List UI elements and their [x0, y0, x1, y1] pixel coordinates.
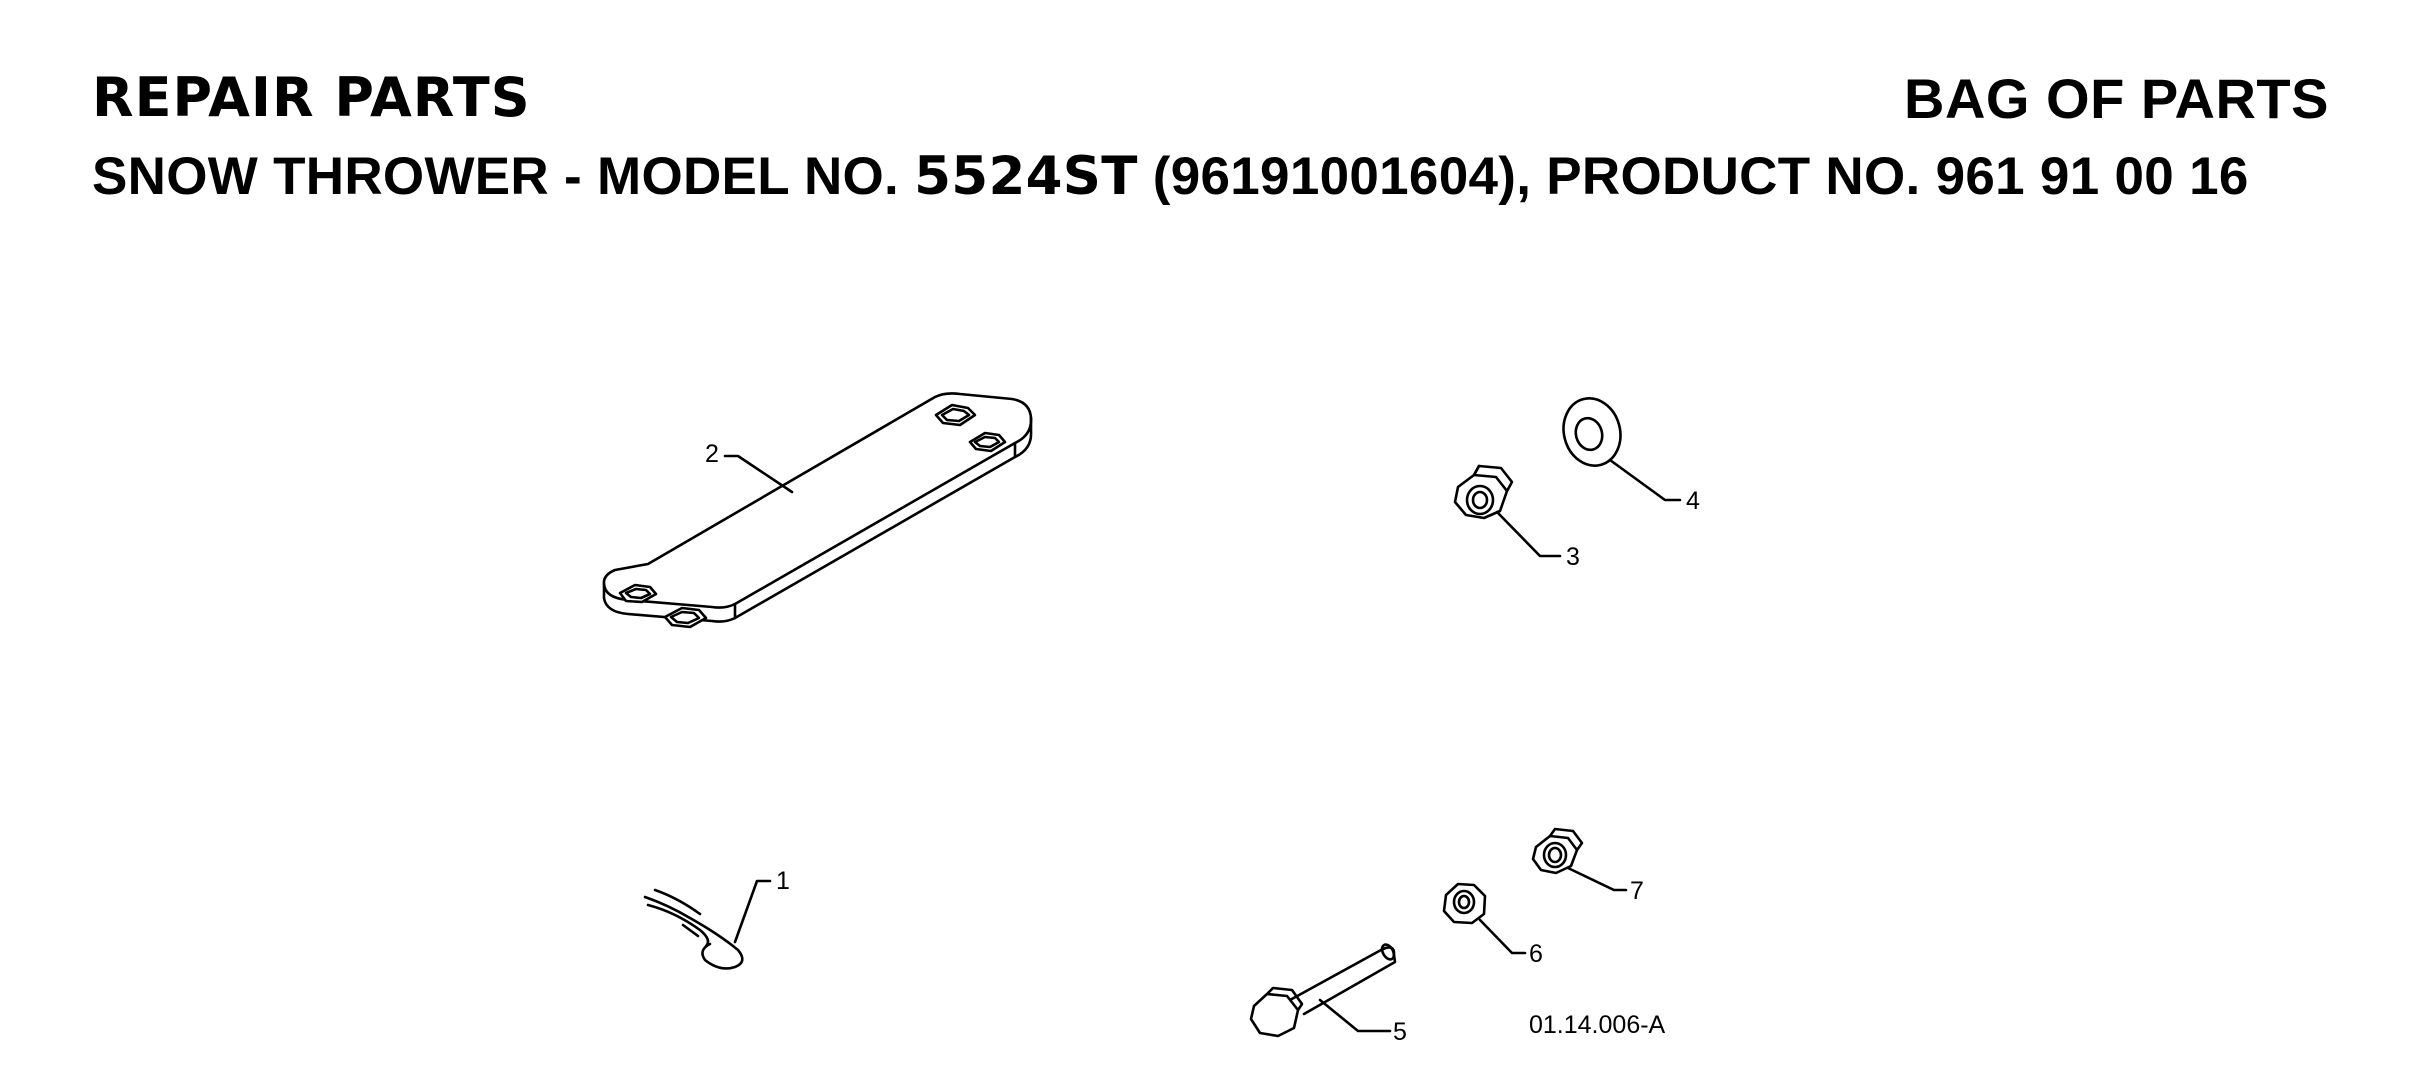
subtitle-prefix: SNOW THROWER - MODEL NO.: [92, 147, 915, 206]
subtitle-suffix: (96191001604), PRODUCT NO. 961 91 00 16: [1137, 147, 2249, 206]
part-5-hex-bolt: 5: [1249, 943, 1407, 1046]
figure-id: 01.14.006-A: [1529, 1011, 1666, 1039]
part-2-wrench-plate: 2: [602, 392, 1033, 629]
callout-6: 6: [1529, 940, 1543, 968]
callout-5: 5: [1393, 1018, 1407, 1046]
part-1-hairpin-cotter: 1: [643, 867, 790, 970]
model-number: 5524ST: [914, 146, 1138, 207]
part-4-flat-washer: 4: [1562, 397, 1700, 515]
part-6-spacer: 6: [1442, 882, 1543, 968]
section-title: BAG OF PARTS: [1904, 67, 2329, 130]
model-subtitle: SNOW THROWER - MODEL NO. 5524ST (9619100…: [92, 146, 2249, 207]
callout-4: 4: [1686, 487, 1700, 515]
callout-7: 7: [1630, 877, 1644, 905]
page-header: REPAIR PARTS BAG OF PARTS SNOW THROWER -…: [0, 0, 2421, 230]
callout-1: 1: [776, 867, 790, 895]
part-7-lock-nut: 7: [1531, 827, 1644, 905]
callout-3: 3: [1566, 543, 1580, 571]
callout-2: 2: [705, 440, 719, 468]
page-title: REPAIR PARTS: [92, 66, 531, 129]
part-3-lock-nut: 3: [1453, 464, 1580, 571]
